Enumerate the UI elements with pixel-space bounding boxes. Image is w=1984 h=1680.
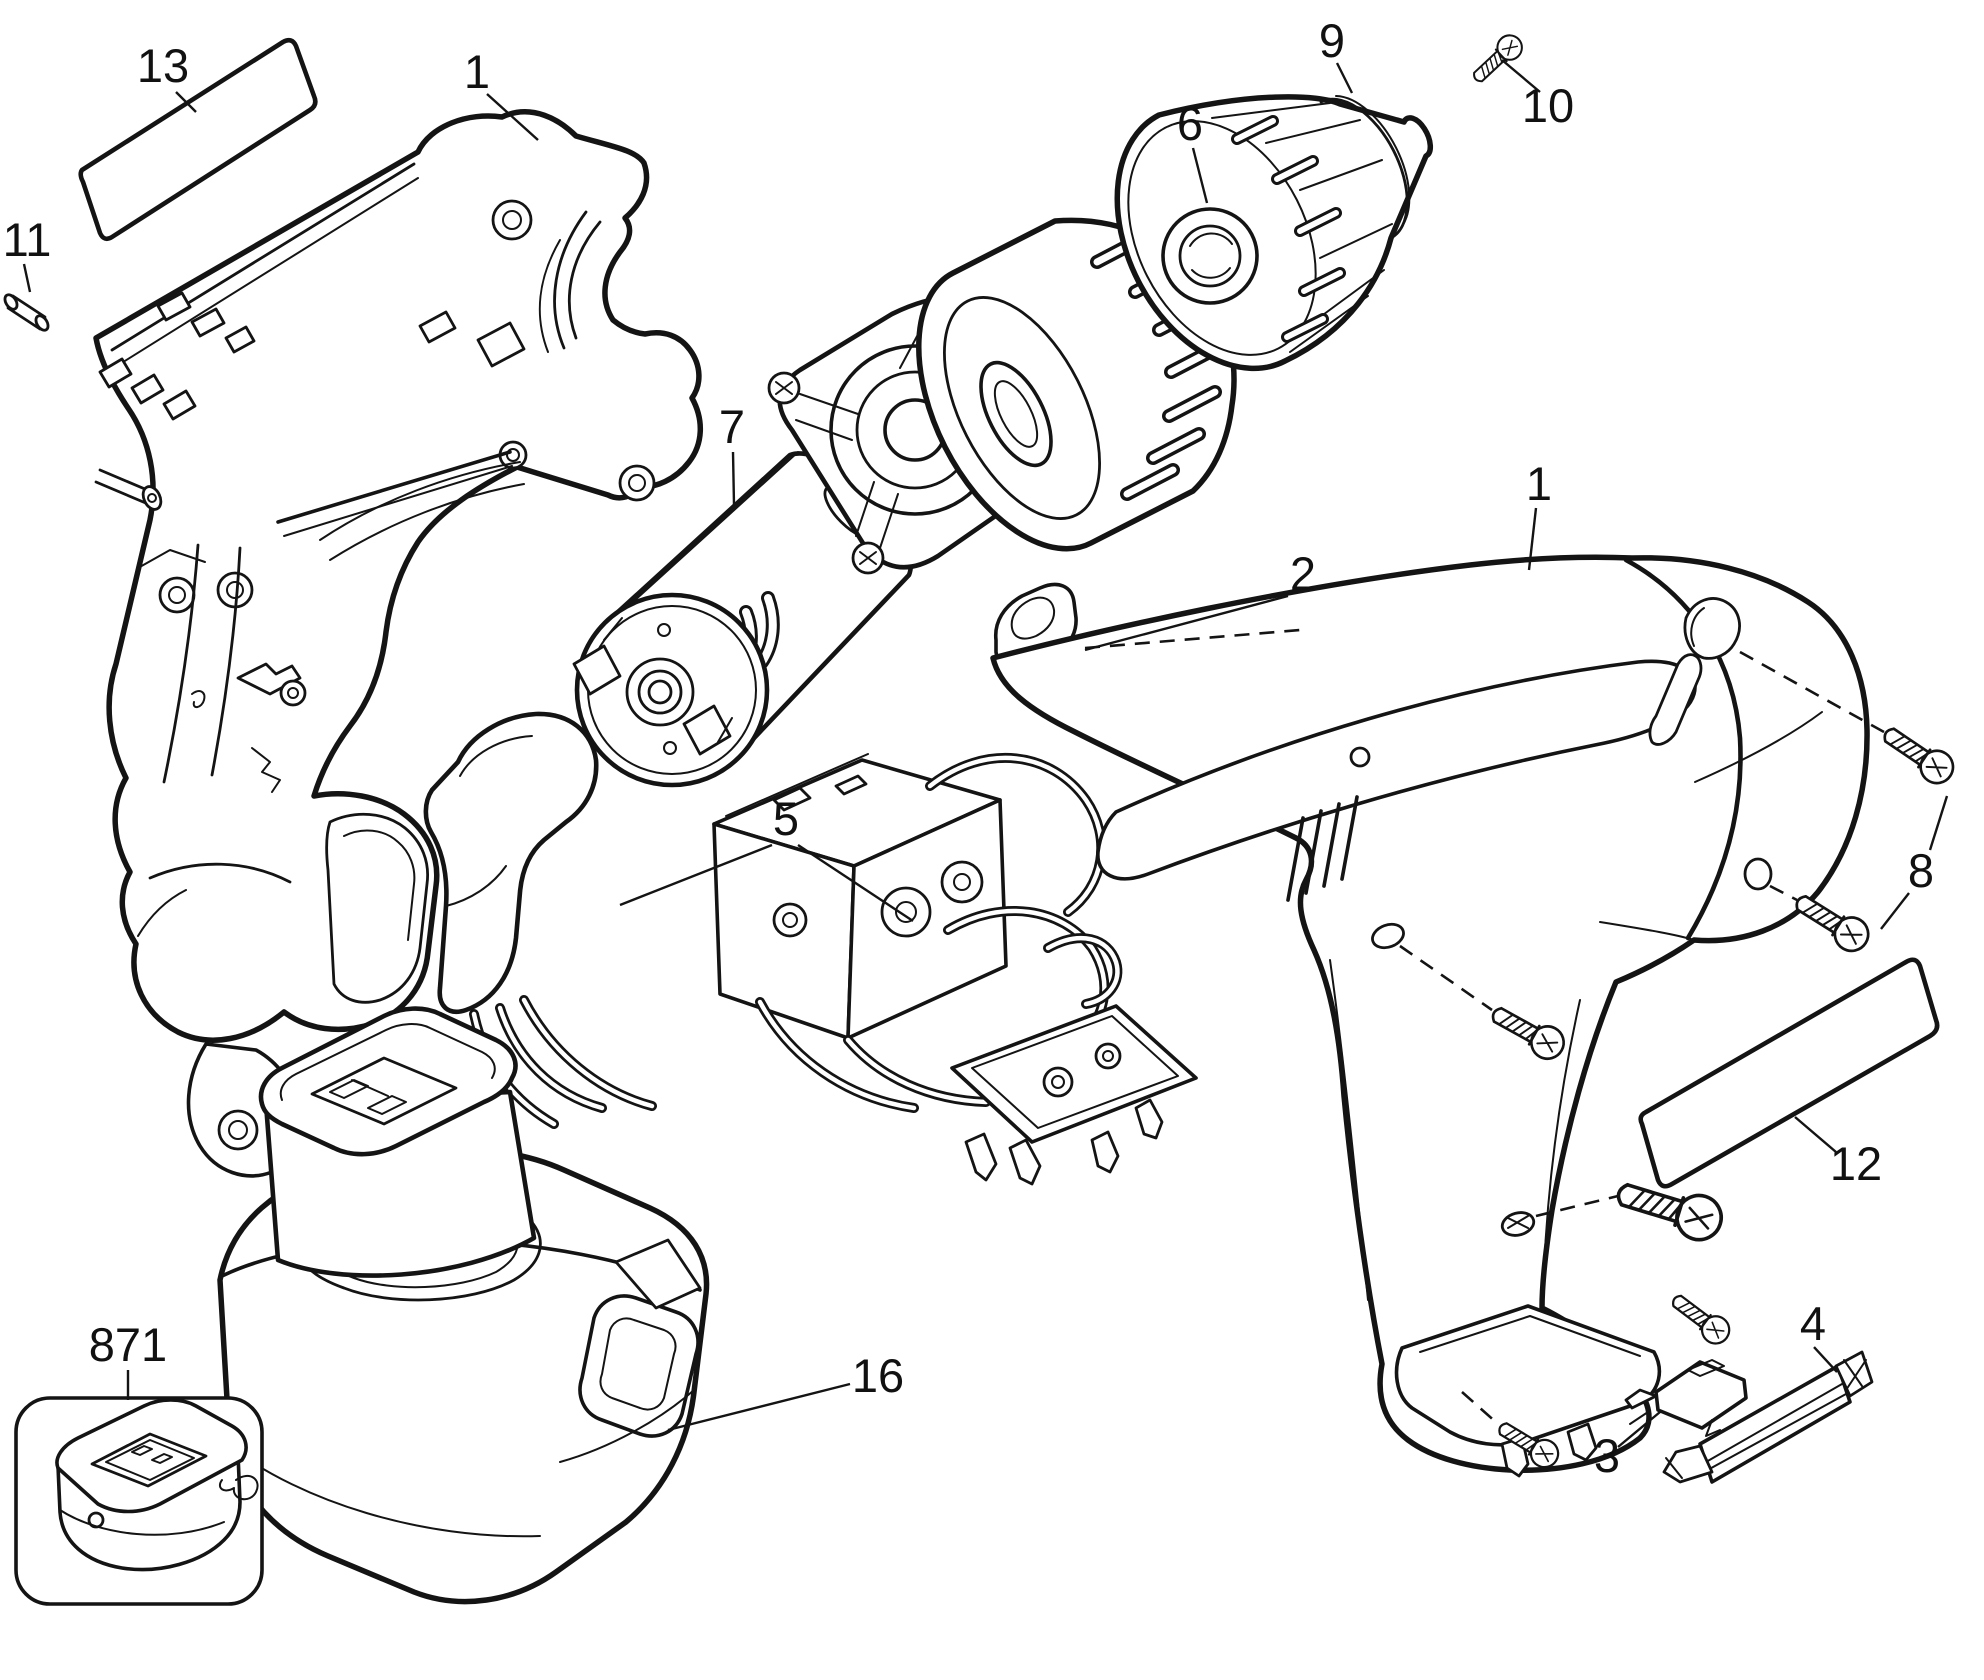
belt-clip bbox=[1394, 1304, 1662, 1478]
assembly-dash bbox=[1399, 944, 1493, 1012]
leader-8b bbox=[1880, 892, 1910, 930]
housing-screw bbox=[1875, 717, 1961, 791]
leader-7 bbox=[731, 451, 736, 506]
callout-5: 5 bbox=[773, 792, 799, 845]
leader-9 bbox=[1335, 62, 1354, 94]
assembly-dash bbox=[1461, 1391, 1499, 1425]
housing-left bbox=[93, 109, 704, 1178]
battery-pack bbox=[217, 1006, 710, 1605]
callout-9: 9 bbox=[1319, 14, 1345, 67]
battery-latch bbox=[578, 1294, 700, 1438]
leader-1-right bbox=[1527, 507, 1538, 571]
screw-boss bbox=[618, 464, 656, 502]
selector-slot bbox=[1683, 597, 1741, 660]
flat-tip bbox=[1662, 1444, 1714, 1484]
chuck-screw bbox=[1466, 29, 1528, 90]
leader-11 bbox=[22, 263, 32, 293]
callout-16: 16 bbox=[852, 1349, 904, 1402]
leader-4 bbox=[1813, 1346, 1838, 1373]
callout-1-right: 1 bbox=[1526, 457, 1552, 510]
leader-8a bbox=[1928, 795, 1949, 851]
handle-screw bbox=[1665, 1286, 1736, 1351]
trigger bbox=[423, 711, 599, 1014]
callouts: 13 1 11 7 6 9 10 2 5 1 8 12 3 4 16 871 bbox=[3, 14, 1949, 1482]
assembly-dash bbox=[1084, 628, 1301, 650]
housing-left-rim bbox=[110, 162, 416, 352]
charger bbox=[14, 1396, 264, 1606]
callout-3: 3 bbox=[1594, 1429, 1620, 1482]
charger-pigtail bbox=[218, 1474, 259, 1501]
switch-block bbox=[712, 753, 1008, 1040]
pin bbox=[3, 293, 50, 332]
dome-edge bbox=[1623, 557, 1743, 941]
callout-1-left: 1 bbox=[464, 45, 490, 98]
leader-5b bbox=[797, 843, 914, 923]
leader-13 bbox=[175, 91, 197, 113]
callout-2: 2 bbox=[1290, 547, 1316, 600]
chuck bbox=[1114, 94, 1434, 372]
switch-base-plate bbox=[950, 1004, 1198, 1186]
warning-label bbox=[1638, 957, 1940, 1189]
housing-screw bbox=[1787, 885, 1876, 959]
assembly-dash bbox=[1535, 1194, 1619, 1218]
housing-right bbox=[990, 554, 1870, 1478]
callout-871: 871 bbox=[89, 1318, 167, 1371]
leader-1-left bbox=[486, 93, 539, 141]
leader-2 bbox=[1084, 594, 1289, 652]
leader-12 bbox=[1794, 1116, 1837, 1153]
chuck-knurl bbox=[1211, 102, 1393, 353]
callout-12: 12 bbox=[1830, 1137, 1882, 1190]
screwdriver-bit bbox=[1662, 1350, 1874, 1484]
leader-6 bbox=[1191, 147, 1209, 204]
grip-ridge bbox=[1648, 653, 1703, 746]
callout-6: 6 bbox=[1177, 97, 1203, 150]
grip-recess bbox=[1096, 659, 1697, 881]
leader-3 bbox=[1617, 1411, 1661, 1448]
nameplate-label bbox=[78, 37, 318, 242]
callout-7: 7 bbox=[719, 400, 745, 453]
callout-4: 4 bbox=[1800, 1297, 1826, 1350]
callout-13: 13 bbox=[137, 39, 189, 92]
assembly-dash bbox=[1739, 650, 1885, 734]
callout-11: 11 bbox=[3, 213, 52, 266]
brush-cap bbox=[572, 644, 622, 696]
callout-10: 10 bbox=[1522, 79, 1574, 132]
callout-8: 8 bbox=[1908, 844, 1934, 897]
leader-10 bbox=[1501, 59, 1541, 93]
assembly-dash bbox=[1769, 884, 1798, 902]
charger-top bbox=[55, 1398, 248, 1514]
bit-holder bbox=[1624, 1359, 1748, 1437]
switch-assembly bbox=[423, 711, 1198, 1186]
leader-16 bbox=[667, 1382, 851, 1432]
vents bbox=[1286, 795, 1359, 902]
leader-5a bbox=[619, 843, 773, 907]
screw-boss bbox=[491, 199, 533, 241]
battery-terminal-cap bbox=[258, 1006, 518, 1157]
